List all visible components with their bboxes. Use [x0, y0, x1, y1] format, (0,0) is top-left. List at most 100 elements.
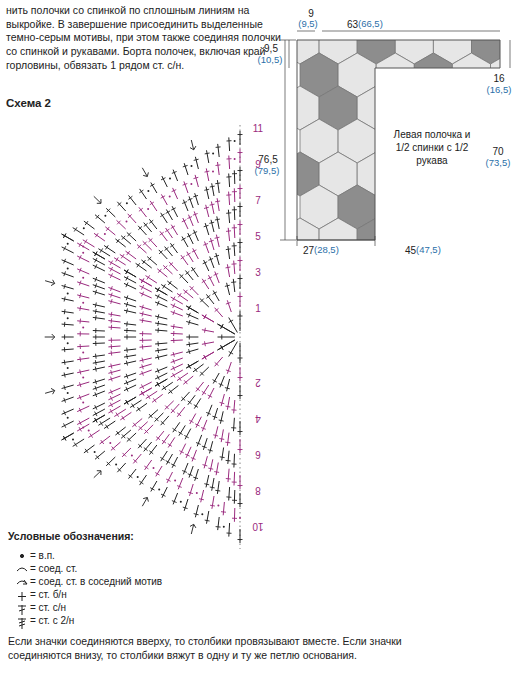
stitch-bar: [173, 359, 175, 364]
stitch-bar: [179, 451, 184, 453]
stitch-bar: [238, 316, 243, 317]
stitch: [200, 367, 209, 376]
stitch: [201, 490, 204, 502]
stitch: [155, 379, 167, 386]
stitch: [227, 264, 229, 277]
stitch-bar: [238, 206, 243, 207]
stitch-bar: [149, 239, 153, 242]
stitch: [115, 427, 125, 435]
chain-dot: [126, 221, 128, 223]
dimension: 9,5: [258, 42, 284, 55]
stitch-bar: [238, 188, 243, 189]
stitch: [204, 260, 209, 271]
stitch-bar: [173, 428, 177, 431]
stitch: [93, 259, 105, 266]
stitch-bar: [95, 328, 96, 333]
stitch-bar: [178, 432, 182, 435]
stitch: [108, 261, 120, 268]
chain-dot: [67, 367, 69, 369]
stitch: [84, 221, 95, 229]
stitch: [192, 267, 199, 277]
stitch-bar: [79, 268, 81, 273]
stitch-bar: [204, 189, 209, 190]
stitch-bar: [225, 285, 230, 286]
row-number: 4: [250, 412, 266, 425]
stitch-bar: [203, 262, 208, 264]
stitch: [218, 162, 220, 175]
stitch-bar: [139, 426, 142, 430]
stitch-bar: [117, 221, 120, 225]
stitch-bar: [181, 238, 185, 241]
chain-dot: [104, 233, 106, 235]
stitch: [124, 397, 136, 404]
stitch: [124, 337, 136, 338]
stitch: [202, 315, 214, 322]
stitch-bar: [238, 134, 243, 135]
stitch: [62, 349, 74, 351]
motif-hexagon: [510, 218, 521, 262]
stitch: [139, 207, 147, 217]
motif-grid: [281, 20, 521, 262]
stitch-bar: [111, 338, 112, 343]
stitch-bar: [232, 173, 237, 174]
stitch-bar: [232, 227, 237, 228]
stitch-bar: [153, 398, 156, 402]
stitch: [141, 260, 151, 268]
stitch: [149, 445, 157, 455]
stitch: [183, 376, 193, 384]
stitch: [144, 425, 153, 434]
stitch: [155, 288, 167, 295]
stitch-bar: [64, 259, 66, 264]
legend-text: = ст. б/н: [30, 588, 250, 601]
stitch-bar: [79, 357, 81, 362]
motif-hexagon: [376, 53, 414, 97]
row-number: 9: [250, 158, 266, 171]
stitch-bar: [126, 322, 128, 327]
stitch-bar: [106, 227, 109, 231]
stitch-bar: [127, 438, 130, 442]
stitch-bar: [214, 471, 219, 473]
stitch: [93, 304, 105, 307]
stitch-bar: [161, 196, 165, 198]
stitch-bar: [80, 382, 81, 387]
stitch-bar: [168, 281, 171, 285]
chain-dot: [137, 476, 139, 478]
stitch-bar: [111, 293, 113, 298]
stitch-bar: [205, 153, 210, 155]
motif-hexagon: [376, 119, 414, 163]
stitch: [173, 188, 178, 199]
stitch: [173, 170, 178, 181]
stitch: [77, 370, 89, 373]
stitch-bar: [187, 217, 192, 219]
row-number: 3: [250, 266, 266, 279]
motif-hexagon: [452, 53, 490, 97]
stitch-bar: [74, 443, 77, 447]
chain-dot: [190, 183, 192, 185]
stitch: [124, 270, 136, 277]
stitch: [218, 340, 235, 350]
stitch: [155, 330, 167, 331]
stitch: [194, 230, 199, 241]
crochet-chart: [45, 125, 243, 549]
stitch-bar: [192, 250, 197, 252]
stitch-bar: [188, 474, 193, 476]
stitch-bar: [238, 242, 243, 243]
chain-dot: [82, 302, 84, 304]
stitch-bar: [199, 499, 204, 500]
stitch-bar: [226, 478, 231, 480]
stitch: [228, 228, 229, 241]
stitch: [104, 421, 115, 429]
stitch-bar: [215, 490, 220, 492]
stitch-bar: [173, 338, 174, 343]
stitch: [93, 415, 105, 422]
stitch: [155, 295, 167, 301]
stitch: [145, 460, 152, 470]
stitch-bar: [148, 257, 151, 261]
stitch: [93, 385, 105, 389]
stitch-bar: [226, 267, 231, 269]
stitch: [234, 490, 236, 504]
chain-dot: [169, 196, 171, 198]
stitch-bar: [238, 431, 243, 432]
stitch: [115, 239, 125, 247]
stitch: [187, 252, 193, 262]
